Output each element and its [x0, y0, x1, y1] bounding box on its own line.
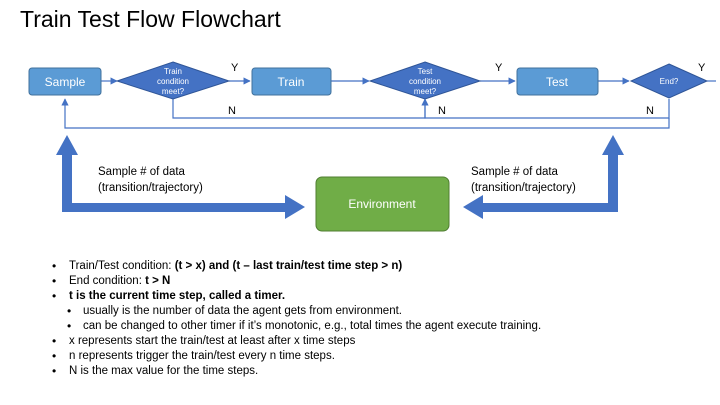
train-condition-label-1: Train — [164, 67, 182, 76]
left-right-arrow — [62, 195, 305, 219]
edge-train-condition-no — [172, 98, 429, 119]
left-up-arrow — [56, 135, 78, 203]
right-up-arrow — [602, 135, 624, 212]
note-end-condition-text: End condition: — [69, 275, 146, 287]
note-train-test-condition-text: Train/Test condition: — [69, 260, 175, 272]
edge-test-condition-no — [424, 99, 670, 119]
train-yes-label: Y — [231, 62, 239, 74]
right-sample-label-1: Sample # of data — [471, 166, 559, 178]
environment-label: Environment — [348, 197, 416, 211]
sample-box — [28, 67, 102, 96]
notes-list: Train/Test condition: (t > x) and (t – l… — [52, 259, 541, 379]
connectors — [61, 77, 716, 129]
page-title: Train Test Flow Flowchart — [20, 6, 281, 32]
test-condition-diamond — [368, 61, 482, 100]
note-end-condition-formula: t > N — [145, 275, 171, 287]
end-condition-label: End? — [660, 77, 679, 86]
note-n-definition: n represents trigger the train/test ever… — [52, 349, 541, 364]
end-yes-label: Y — [698, 62, 706, 74]
test-no-label: N — [438, 105, 446, 117]
test-box — [516, 67, 599, 96]
train-label: Train — [278, 75, 305, 89]
end-no-label: N — [646, 105, 654, 117]
note-timer-sub-2: can be changed to other timer if it’s mo… — [52, 319, 541, 334]
test-condition-label-3: meet? — [414, 87, 437, 96]
note-end-condition: End condition: t > N — [52, 274, 541, 289]
end-condition-diamond — [629, 63, 709, 99]
right-left-arrow — [463, 195, 618, 219]
test-condition-label-2: condition — [409, 77, 441, 86]
train-condition-diamond — [115, 61, 231, 100]
note-timer-sub-1: usually is the number of data the agent … — [52, 304, 541, 319]
note-train-test-condition-formula: (t > x) and (t – last train/test time st… — [174, 260, 403, 272]
note-timer: t is the current time step, called a tim… — [52, 289, 541, 304]
left-sample-label-1: Sample # of data — [98, 166, 186, 178]
environment-box — [315, 176, 450, 232]
right-sample-label-2: (transition/trajectory) — [471, 182, 576, 194]
train-condition-label-2: condition — [157, 77, 189, 86]
left-sample-label-2: (transition/trajectory) — [98, 182, 203, 194]
note-max-definition: N is the max value for the time steps. — [52, 364, 541, 379]
sample-label: Sample — [45, 75, 86, 89]
train-condition-label-3: meet? — [162, 87, 185, 96]
edge-end-condition-no — [61, 98, 670, 129]
train-no-label: N — [228, 105, 236, 117]
note-timer-text: t is the current time step, called a tim… — [69, 290, 286, 302]
note-x-definition: x represents start the train/test at lea… — [52, 334, 541, 349]
test-condition-label-1: Test — [418, 67, 433, 76]
note-train-test-condition: Train/Test condition: (t > x) and (t – l… — [52, 259, 541, 274]
test-yes-label: Y — [495, 62, 503, 74]
test-label: Test — [546, 75, 569, 89]
train-box — [251, 67, 332, 96]
